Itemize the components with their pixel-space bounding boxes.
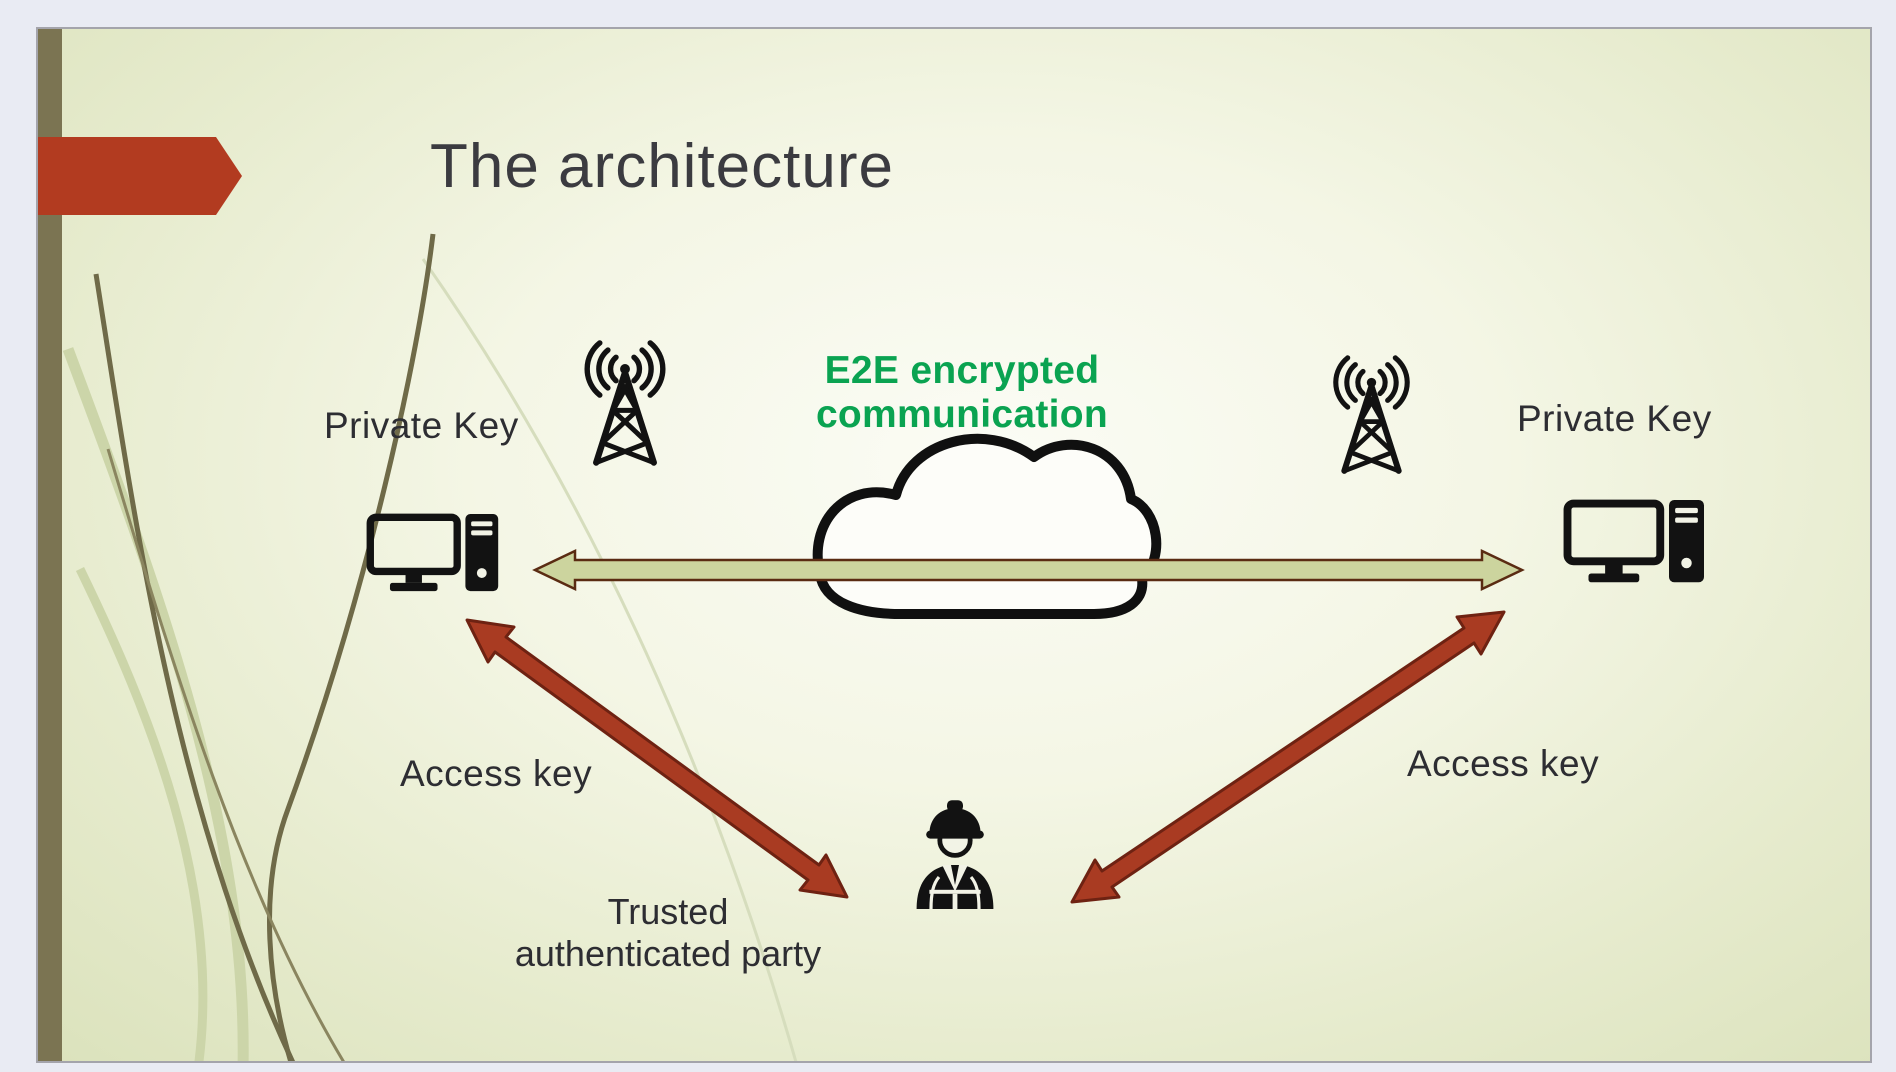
slide-canvas[interactable]: The architecture E2E encrypted communica…: [36, 27, 1872, 1063]
private-key-label-right: Private Key: [1517, 398, 1712, 439]
cloud-network-icon: [812, 433, 1162, 619]
radio-tower-icon-right: [1336, 358, 1407, 471]
access-key-double-arrow-left: [465, 618, 849, 899]
desktop-computer-icon-right: [1568, 500, 1705, 582]
construction-worker-icon: [917, 800, 994, 909]
decorative-swirls: [62, 233, 798, 1061]
access-key-label-right: Access key: [1407, 743, 1600, 784]
access-key-label-left: Access key: [400, 753, 593, 794]
radio-tower-icon-left: [587, 343, 663, 463]
e2e-encrypted-label: E2E encrypted communication: [792, 349, 1132, 437]
trusted-party-line2: authenticated party: [514, 933, 822, 975]
diagram-layer: [38, 29, 1872, 1063]
slide-title: The architecture: [430, 132, 894, 201]
trusted-party-label: Trusted authenticated party: [493, 891, 843, 976]
desktop-computer-icon-left: [370, 514, 498, 591]
e2e-label-line1: E2E encrypted: [824, 349, 1100, 392]
private-key-label-left: Private Key: [324, 405, 519, 446]
trusted-party-line1: Trusted: [607, 891, 729, 932]
e2e-label-line2: communication: [815, 393, 1109, 437]
e2e-channel-double-arrow: [532, 549, 1525, 591]
access-key-double-arrow-right: [1070, 610, 1506, 904]
title-accent-banner: [38, 137, 242, 215]
theme-decoration-layer: [38, 29, 798, 1061]
